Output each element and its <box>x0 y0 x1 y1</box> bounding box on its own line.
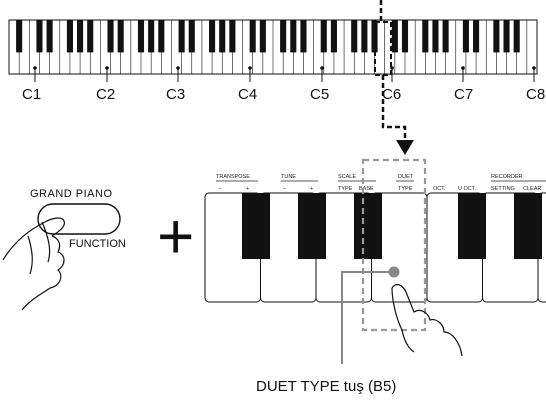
label-transpose-plus: + <box>246 186 249 192</box>
black-key <box>66 20 73 53</box>
panel-labels: TRANSPOSE − + TUNE − + SCALE TYPE BASE D… <box>216 174 546 192</box>
label-duet: DUET <box>398 174 414 180</box>
octave-label-c7: C7 <box>454 86 473 103</box>
hand-left-icon <box>2 217 65 311</box>
black-key <box>330 20 337 53</box>
black-key <box>361 20 368 53</box>
octave-labels: C1 C2 C3 C4 C5 C6 C7 C8 <box>22 86 545 103</box>
zoomed-keyboard: TRANSPOSE − + TUNE − + SCALE TYPE BASE D… <box>204 158 546 364</box>
black-key <box>46 20 53 53</box>
plus-sign: + <box>157 200 194 272</box>
black-key <box>513 20 520 53</box>
black-key <box>320 20 327 53</box>
black-key <box>442 20 449 53</box>
pointer-line <box>341 271 394 364</box>
black-key <box>158 20 165 53</box>
label-transpose: TRANSPOSE <box>216 174 250 180</box>
black-key <box>351 20 358 53</box>
black-key <box>87 20 94 53</box>
black-key <box>148 20 155 53</box>
octave-label-c4: C4 <box>238 86 257 103</box>
black-key <box>503 20 510 53</box>
black-key <box>137 20 145 53</box>
zoom-black-key[interactable] <box>514 193 542 259</box>
black-key <box>432 20 439 53</box>
black-key <box>401 20 409 53</box>
label-scale-base: BASE <box>359 186 374 192</box>
black-key <box>290 20 297 53</box>
duet-type-key-highlight <box>361 158 427 332</box>
black-key <box>229 20 236 53</box>
zoom-black-keys <box>242 193 542 259</box>
black-key <box>36 20 43 53</box>
zoom-black-key[interactable] <box>354 193 382 259</box>
octave-label-c6: C6 <box>382 86 401 103</box>
octave-label-c8: C8 <box>526 86 545 103</box>
label-tune-minus: − <box>283 186 286 192</box>
function-button-group: GRAND PIANO FUNCTION <box>2 188 126 311</box>
label-recorder-clear: CLEAR <box>523 186 541 192</box>
caption: DUET TYPE tuş (B5) <box>256 378 396 395</box>
black-key <box>280 20 287 53</box>
black-key <box>107 20 114 53</box>
black-key <box>178 20 185 53</box>
black-key <box>391 20 398 53</box>
label-transpose-minus: − <box>218 186 221 192</box>
octave-label-c1: C1 <box>22 86 41 103</box>
label-tune: TUNE <box>281 174 296 180</box>
label-oct: OCT. <box>433 186 446 192</box>
zoom-black-key[interactable] <box>298 193 326 259</box>
black-key <box>422 20 429 53</box>
key-highlight-arrow <box>374 0 414 155</box>
octave-label-c2: C2 <box>96 86 115 103</box>
black-key <box>300 20 307 53</box>
zoom-black-key[interactable] <box>242 193 270 259</box>
label-recorder: RECORDER <box>491 174 523 180</box>
black-key <box>209 20 216 53</box>
black-key <box>219 20 226 53</box>
label-tune-plus: + <box>310 186 313 192</box>
key-pointer <box>341 266 400 364</box>
black-key <box>77 20 84 53</box>
black-key <box>117 20 124 53</box>
black-key <box>473 20 480 53</box>
black-key <box>493 20 500 53</box>
full-keyboard <box>8 19 538 82</box>
hand-right-icon <box>391 283 463 357</box>
label-u-oct: U OCT. <box>458 186 477 192</box>
zoom-black-key[interactable] <box>458 193 486 259</box>
button-top-label: GRAND PIANO <box>30 188 112 200</box>
black-key <box>188 20 195 53</box>
label-scale-type: TYPE <box>338 186 353 192</box>
black-key <box>259 20 266 53</box>
arrow-path <box>379 0 407 142</box>
black-key <box>249 20 256 53</box>
octave-label-c5: C5 <box>310 86 329 103</box>
label-duet-type: TYPE <box>398 186 413 192</box>
label-scale: SCALE <box>338 174 356 180</box>
label-recorder-setting: SETTING <box>491 186 515 192</box>
button-bottom-label: FUNCTION <box>69 238 126 250</box>
function-button[interactable] <box>37 203 121 235</box>
octave-label-c3: C3 <box>166 86 185 103</box>
arrow-head <box>396 140 414 155</box>
black-key <box>462 20 469 53</box>
black-key <box>16 20 23 53</box>
